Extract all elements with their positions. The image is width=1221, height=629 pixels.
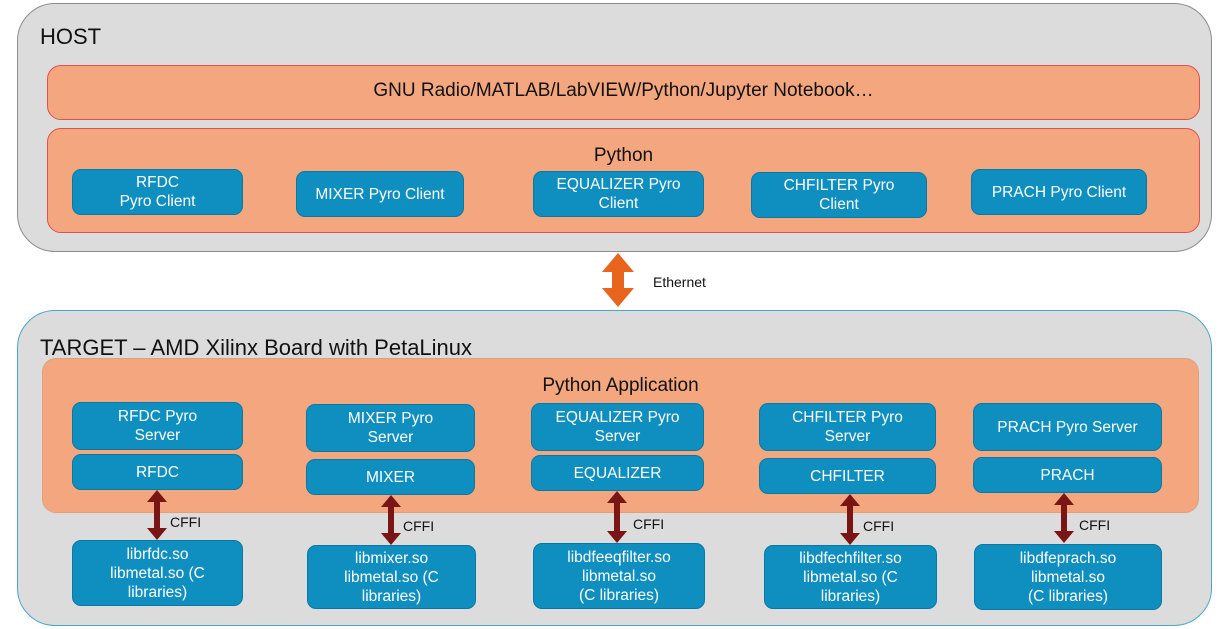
python-band-title: Python (593, 145, 654, 166)
python-application-title: Python Application (542, 375, 699, 396)
mixer-pyro-client: MIXER Pyro Client (296, 171, 464, 217)
cffi-arrow-equalizer (607, 491, 627, 543)
cffi-label-chfilter: CFFI (863, 518, 895, 534)
cffi-arrow-rfdc (147, 490, 167, 540)
mixer-module: MIXER (306, 459, 475, 495)
cffi-arrow-prach (1054, 493, 1074, 543)
ethernet-label: Ethernet (653, 274, 706, 290)
cffi-arrow-chfilter (840, 494, 860, 545)
prach-pyro-client: PRACH Pyro Client (971, 169, 1147, 215)
target-title: TARGET – AMD Xilinx Board with PetaLinux (40, 335, 473, 360)
mixer-pyro-server: MIXER Pyro Server (306, 404, 475, 452)
prach-libraries: libdfeprach.so libmetal.so (C libraries) (974, 544, 1162, 610)
chfilter-libraries: libdfechfilter.so libmetal.so (C librari… (764, 545, 937, 609)
chfilter-module: CHFILTER (759, 458, 936, 494)
rfdc-pyro-client: RFDC Pyro Client (72, 169, 243, 215)
cffi-label-mixer: CFFI (403, 518, 435, 534)
cffi-label-prach: CFFI (1079, 517, 1111, 533)
prach-pyro-server: PRACH Pyro Server (973, 403, 1162, 451)
equalizer-module: EQUALIZER (531, 455, 704, 491)
equalizer-libraries: libdfeeqfilter.so libmetal.so (C librari… (533, 543, 705, 609)
prach-module: PRACH (973, 457, 1162, 493)
application-band-label: GNU Radio/MATLAB/LabVIEW/Python/Jupyter … (373, 80, 874, 101)
cffi-label-rfdc: CFFI (170, 514, 202, 530)
equalizer-pyro-server: EQUALIZER Pyro Server (531, 403, 704, 451)
chfilter-pyro-server: CHFILTER Pyro Server (759, 403, 936, 451)
chfilter-pyro-client: CHFILTER Pyro Client (751, 172, 927, 218)
ethernet-arrow (602, 253, 634, 307)
application-band: GNU Radio/MATLAB/LabVIEW/Python/Jupyter … (47, 65, 1200, 120)
cffi-arrow-mixer (381, 495, 401, 545)
mixer-libraries: libmixer.so libmetal.so (C libraries) (307, 545, 476, 609)
rfdc-libraries: librfdc.so libmetal.so (C libraries) (72, 540, 243, 606)
rfdc-module: RFDC (72, 454, 243, 490)
rfdc-pyro-server: RFDC Pyro Server (72, 402, 243, 450)
cffi-label-equalizer: CFFI (633, 516, 665, 532)
host-title: HOST (40, 24, 102, 49)
equalizer-pyro-client: EQUALIZER Pyro Client (533, 171, 704, 217)
